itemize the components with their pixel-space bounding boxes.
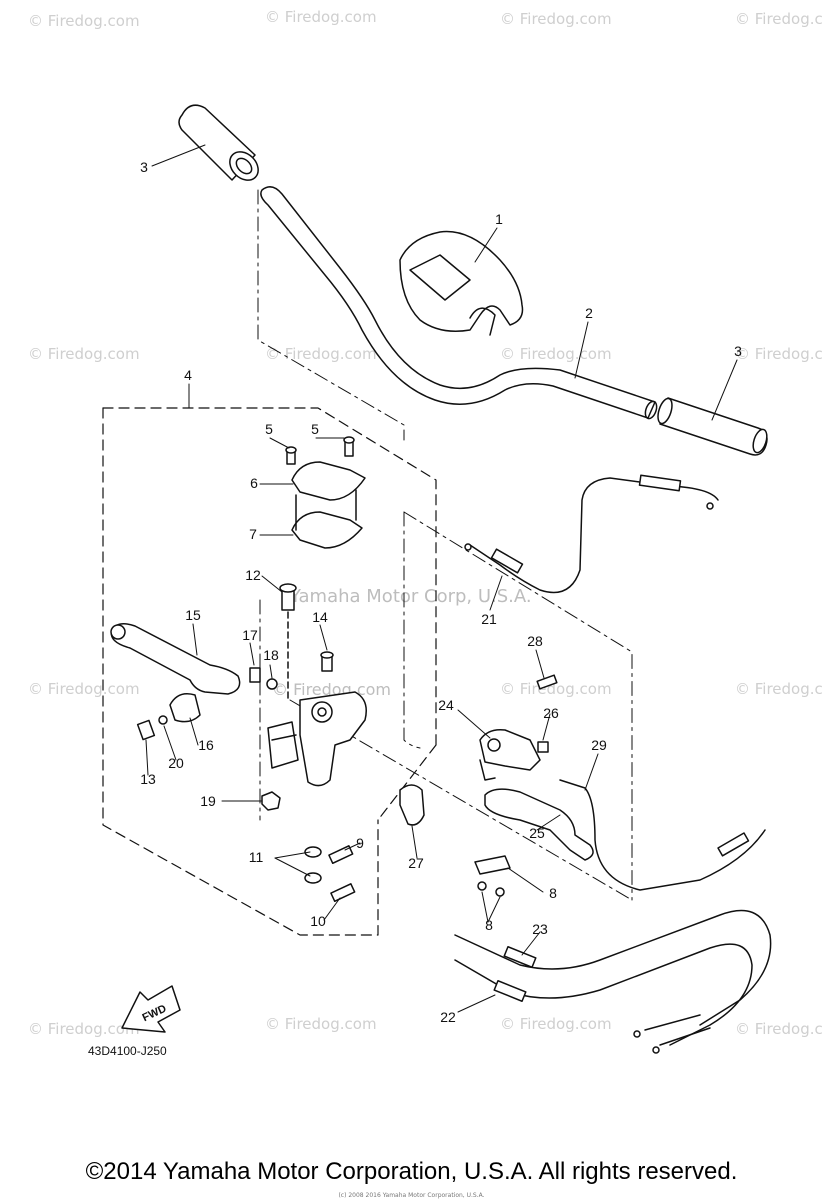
leader-lines xyxy=(145,144,738,1013)
watermark: © Firedog.com xyxy=(500,1015,612,1033)
part-label: 6 xyxy=(250,475,258,491)
part-label: 10 xyxy=(310,913,326,929)
part-label: 15 xyxy=(185,607,201,623)
part-label: 9 xyxy=(356,835,364,851)
handlebar-cover xyxy=(399,230,524,336)
screw-5 xyxy=(285,436,355,465)
part-label: 7 xyxy=(249,526,257,542)
throttle-lever xyxy=(484,788,594,861)
part-label: 21 xyxy=(481,611,497,627)
part-label: 5 xyxy=(265,421,273,437)
copyright-footer: ©2014 Yamaha Motor Corporation, U.S.A. A… xyxy=(85,1158,738,1185)
part-label: 27 xyxy=(408,855,424,871)
part-label: 28 xyxy=(527,633,543,649)
watermark: © Firedog.com xyxy=(265,1015,377,1033)
left-grip xyxy=(178,104,259,181)
center-watermark: Yamaha Motor Corp, U.S.A. xyxy=(290,586,532,607)
part-label: 5 xyxy=(311,421,319,437)
washers-and-bolts xyxy=(304,845,356,903)
watermark: © Firedog.com xyxy=(28,680,140,698)
watermark: © Firedog.com xyxy=(500,10,612,28)
watermark: © Firedog.com xyxy=(500,345,612,363)
part-label: 18 xyxy=(263,647,279,663)
part-label: 12 xyxy=(245,567,261,583)
fwd-arrow xyxy=(121,985,181,1033)
part-label: 8 xyxy=(485,917,493,933)
brake-lever xyxy=(110,623,241,695)
bolt-10 xyxy=(279,583,297,701)
part-label: 4 xyxy=(184,367,192,383)
part-label: 14 xyxy=(312,609,328,625)
lever-pivot-bolt xyxy=(249,667,278,690)
reservoir-cap xyxy=(291,461,366,549)
plate-27 xyxy=(474,855,511,897)
part-label: 22 xyxy=(440,1009,456,1025)
watermark: © Firedog.com xyxy=(735,10,823,28)
watermark: © Firedog.com xyxy=(28,12,140,30)
part-label: 23 xyxy=(532,921,548,937)
master-cylinder-assembly-box xyxy=(102,407,437,936)
part-label: 19 xyxy=(200,793,216,809)
part-label: 29 xyxy=(591,737,607,753)
part-labels: 3 1 2 3 4 5 5 6 7 12 14 15 17 18 16 13 2… xyxy=(140,159,742,1025)
part-label: 11 xyxy=(249,849,264,865)
throttle-housing-cover xyxy=(399,784,425,826)
part-label: 3 xyxy=(140,159,148,175)
screw-24 xyxy=(537,741,549,753)
part-label: 3 xyxy=(734,343,742,359)
handlebar xyxy=(260,186,658,420)
screw-26 xyxy=(536,674,558,690)
watermark: © Firedog.com xyxy=(28,345,140,363)
part-label: 25 xyxy=(529,825,545,841)
part-label: 13 xyxy=(140,771,156,787)
part-label: 20 xyxy=(168,755,184,771)
part-label: 8 xyxy=(549,885,557,901)
diagram-code: 43D4100-J250 xyxy=(88,1044,167,1058)
part-label: 24 xyxy=(438,697,454,713)
screw-12 xyxy=(320,651,334,672)
watermark: © Firedog.com xyxy=(735,345,823,363)
part-label: 1 xyxy=(495,211,503,227)
throttle-housing xyxy=(479,728,541,781)
right-grip xyxy=(657,397,768,456)
nut-17 xyxy=(261,791,281,811)
part-label: 2 xyxy=(585,305,593,321)
watermark: © Firedog.com xyxy=(265,345,377,363)
part-label: 26 xyxy=(543,705,559,721)
watermark: © Firedog.com xyxy=(735,1020,823,1038)
small-print: (c) 2008 2016 Yamaha Motor Corporation, … xyxy=(338,1192,485,1199)
watermark: © Firedog.com xyxy=(28,1020,140,1038)
part-label: 16 xyxy=(198,737,214,753)
master-cylinder xyxy=(267,691,367,787)
cable-29 xyxy=(559,779,766,891)
part-label: 17 xyxy=(242,627,258,643)
watermark: © Firedog.com xyxy=(500,680,612,698)
master-cylinder-holder xyxy=(136,693,201,741)
watermark: © Firedog.com xyxy=(265,8,377,26)
throttle-cable xyxy=(464,474,719,594)
watermark: © Firedog.com xyxy=(735,680,823,698)
clutch-cables xyxy=(454,909,772,1054)
